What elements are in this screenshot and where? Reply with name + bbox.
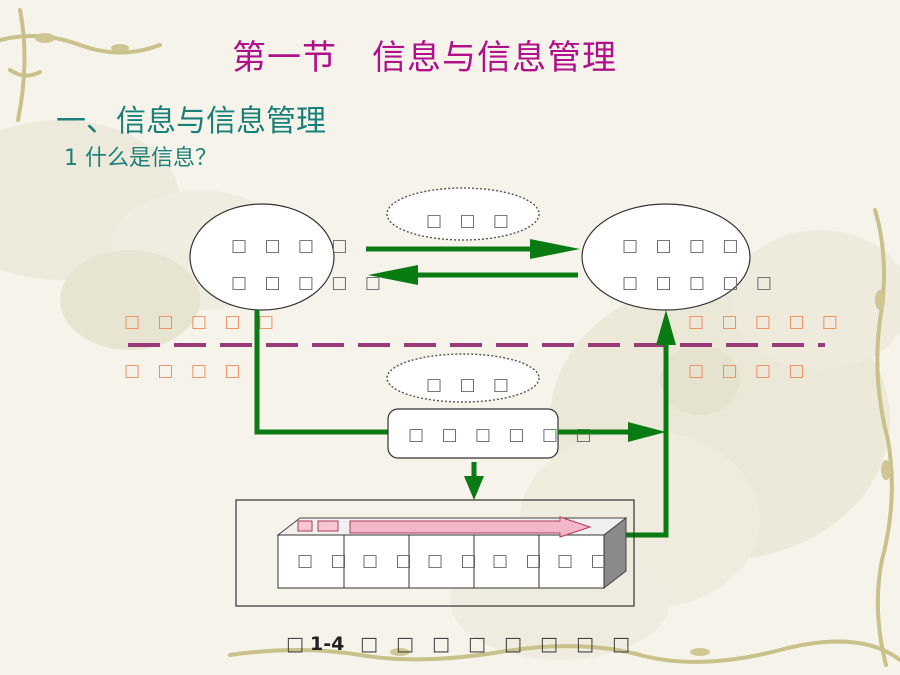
- middle-bubble-text: □ □ □: [426, 375, 515, 395]
- left-label-upper: □ □ □ □ □: [124, 312, 280, 332]
- right-node-line1: □ □ □ □: [622, 236, 744, 256]
- left-label-lower: □ □ □ □: [124, 361, 246, 381]
- vine-leaf-icon: [35, 33, 891, 656]
- store-cell-3: □ □: [427, 551, 483, 571]
- slide-title: 第一节 信息与信息管理: [232, 38, 617, 78]
- right-label-upper: □ □ □ □ □: [688, 312, 844, 332]
- storage-progress-arrow: [297, 516, 592, 538]
- left-node-line2: □ □ □ □ □: [231, 273, 387, 293]
- section-heading: 一、信息与信息管理: [56, 104, 326, 139]
- right-node-line2: □ □ □ □ □: [622, 273, 778, 293]
- store-cell-1: □ □: [297, 551, 353, 571]
- store-cell-2: □ □: [362, 551, 418, 571]
- right-label-lower: □ □ □ □: [688, 361, 810, 381]
- left-node: [189, 203, 335, 311]
- subsection-heading: 1 什么是信息？: [64, 146, 217, 171]
- caption-text: □ □ □ □ □ □ □ □: [360, 633, 636, 655]
- caption-prefix: □: [286, 633, 310, 655]
- caption-number: 1-4: [310, 633, 344, 655]
- arrow-left-to-right: [366, 239, 580, 259]
- right-node: [581, 203, 751, 311]
- arrow-process-to-right: [558, 422, 666, 442]
- arrow-process-to-store: [464, 462, 484, 500]
- middle-bubble: [386, 353, 540, 403]
- store-cell-5: □ □: [557, 551, 613, 571]
- top-bubble-text: □ □ □: [426, 211, 515, 231]
- process-box-text: □ □ □ □ □ □: [408, 425, 597, 445]
- flower-watermark-icon: [0, 120, 900, 660]
- arrowhead-up-right-node: [656, 310, 676, 345]
- arrow-right-to-left: [368, 265, 578, 285]
- storage-frame: [235, 499, 635, 607]
- store-cell-4: □ □: [492, 551, 548, 571]
- left-node-line1: □ □ □ □: [231, 236, 353, 256]
- vine-decoration-icon: [0, 8, 900, 667]
- top-bubble: [386, 187, 540, 241]
- arrow-left-down-to-process: [254, 310, 388, 435]
